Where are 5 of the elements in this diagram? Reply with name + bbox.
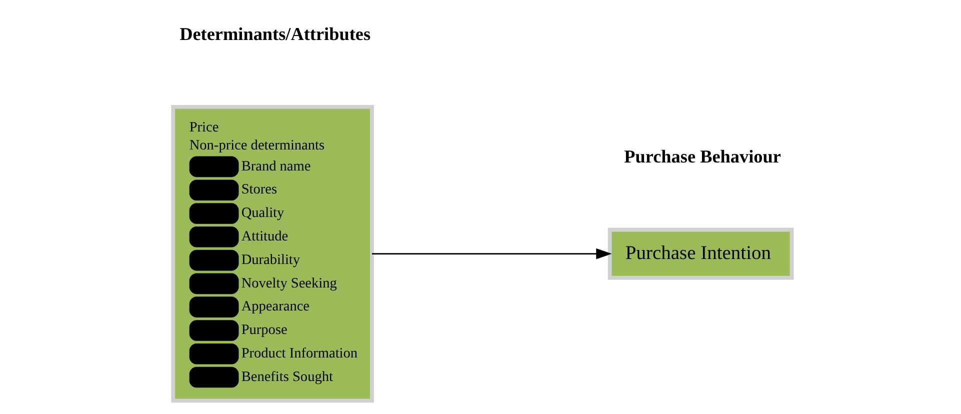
node-box: Price Non-price determinants Brand name Stores Quality Attitude Durability Novelty Seeking Appearance Purpose Product Information Benefits Sought [171,104,374,403]
label: Purchase Behaviour [624,146,781,166]
label: Determinants/Attributes [180,24,371,44]
arrow [372,248,612,260]
node-box: Purchase Intention [608,228,794,280]
